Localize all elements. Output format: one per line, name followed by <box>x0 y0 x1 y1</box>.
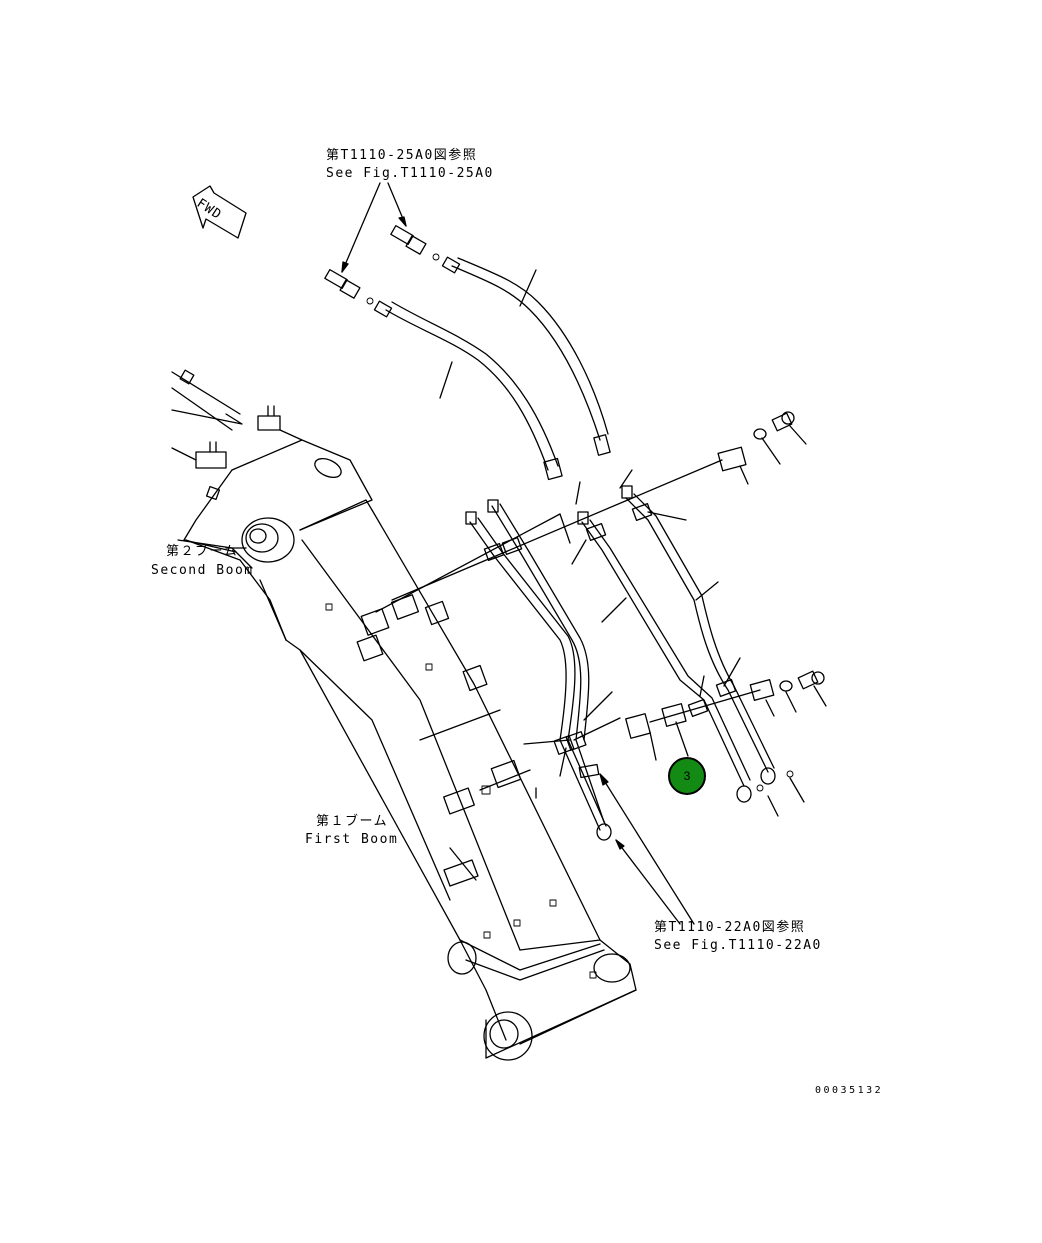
ref-top-ja: 第T1110-25A0図参照 <box>326 148 478 163</box>
ref-bottom-ja: 第T1110-22A0図参照 <box>654 920 806 935</box>
part-leaders <box>535 425 827 817</box>
ref-bottom-leaders <box>599 773 695 925</box>
first-boom-ja: 第１ブーム <box>316 814 389 829</box>
bracket-set-upper <box>717 411 795 472</box>
fwd-arrow-icon <box>192 185 247 239</box>
second-boom <box>171 369 373 641</box>
part-callout-3[interactable]: 3 <box>668 757 706 795</box>
boom-clamps <box>356 594 522 815</box>
second-boom-en: Second Boom <box>151 563 254 578</box>
first-boom <box>259 499 637 1061</box>
ref-top-en: See Fig.T1110-25A0 <box>326 166 494 181</box>
callout-number: 3 <box>683 769 691 783</box>
ref-top-leaders <box>341 182 407 273</box>
second-boom-ja: 第２ブーム <box>166 544 239 559</box>
clamp-leaders <box>375 459 723 791</box>
upper-hose-right <box>390 225 611 456</box>
document-number: 00035132 <box>815 1085 884 1096</box>
upper-hose-left <box>324 269 563 481</box>
first-boom-en: First Boom <box>305 832 399 847</box>
boom-label-leaders <box>177 539 253 569</box>
bracket-set-lower <box>625 670 825 778</box>
ref-bottom-en: See Fig.T1110-22A0 <box>654 938 822 953</box>
steel-tubes <box>465 485 776 841</box>
